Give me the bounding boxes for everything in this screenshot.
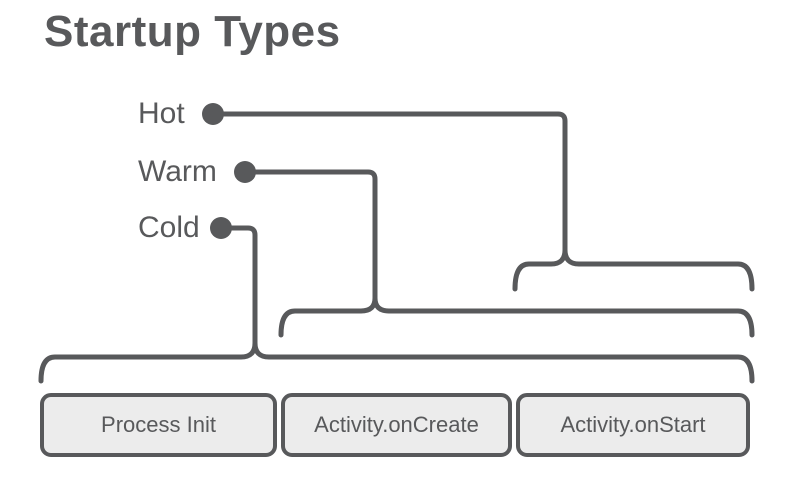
startup-type-label-hot: Hot [138,97,185,130]
stage-box-activity-oncreate: Activity.onCreate [281,393,512,457]
cold-brace [38,340,755,384]
stage-box-activity-onstart: Activity.onStart [516,393,750,457]
page-title: Startup Types [44,7,341,56]
warm-connector-line [242,169,378,301]
hot-connector-line [210,111,568,253]
stage-label-activity-oncreate: Activity.onCreate [314,412,479,437]
startup-type-label-cold: Cold [138,211,200,244]
stage-box-process-init: Process Init [40,393,277,457]
stage-label-activity-onstart: Activity.onStart [560,412,706,437]
startup-type-label-warm: Warm [138,155,217,188]
stage-label-process-init: Process Init [101,412,216,437]
hot-brace [512,247,755,292]
warm-brace [278,295,755,338]
cold-connector-line [218,225,258,346]
